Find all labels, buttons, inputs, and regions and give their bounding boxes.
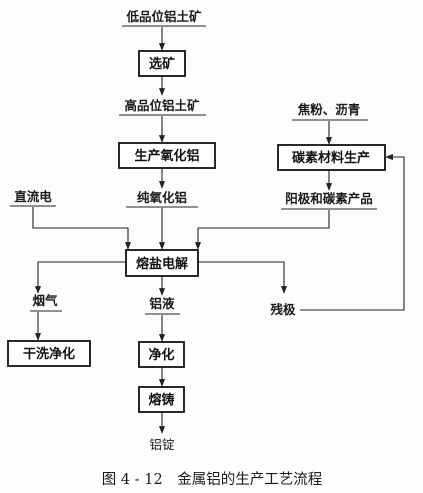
edge-direct-current-to-electrolysis: [32, 207, 132, 250]
edge-electrolysis-to-flue-gas: [34, 261, 126, 294]
label-pure-alumina-text: 纯氧化铝: [137, 190, 187, 205]
label-coke-pitch: 焦粉、沥青: [292, 102, 368, 121]
node-casting-label: 熔铸: [148, 392, 174, 408]
label-liquid-aluminum-text: 铝液: [149, 296, 175, 311]
label-pure-alumina: 纯氧化铝: [126, 190, 198, 208]
label-flue-gas: 烟气: [30, 293, 62, 312]
node-beneficiation: 选矿: [138, 50, 186, 77]
flow-edges: [32, 27, 405, 434]
label-liquid-aluminum: 铝液: [145, 296, 180, 315]
label-low-grade-bauxite: 低品位铝土矿: [122, 9, 206, 27]
node-dry-scrubbing-label: 干洗净化: [23, 346, 75, 362]
edge-electrolysis-to-residual-anode: [198, 261, 288, 294]
label-high-grade-bauxite-text: 高品位铝土矿: [124, 98, 200, 113]
label-aluminum-ingot: 铝锭: [149, 437, 174, 452]
label-anode-carbon-products-text: 阳极和碳素产品: [285, 191, 373, 206]
edge-anode-products-to-electrolysis: [194, 210, 330, 250]
label-low-grade-bauxite-text: 低品位铝土矿: [125, 9, 202, 24]
label-residual-anode: 残极: [270, 302, 296, 317]
label-flue-gas-text: 烟气: [32, 293, 58, 308]
node-carbon-material-production: 碳素材料生产: [277, 144, 386, 171]
edge-residual-anode-recycle-to-carbon-production: [300, 153, 405, 311]
node-molten-salt-electrolysis-label: 熔盐电解: [136, 256, 188, 272]
node-alumina-production-label: 生产氧化铝: [134, 148, 199, 164]
label-coke-pitch-text: 焦粉、沥青: [297, 102, 361, 117]
label-aluminum-ingot-text: 铝锭: [149, 437, 174, 452]
node-beneficiation-label: 选矿: [149, 56, 175, 72]
label-direct-current: 直流电: [10, 189, 56, 207]
label-high-grade-bauxite: 高品位铝土矿: [119, 98, 206, 116]
label-anode-carbon-products: 阳极和碳素产品: [281, 191, 377, 210]
node-purification-label: 净化: [148, 347, 174, 363]
node-dry-scrubbing: 干洗净化: [7, 340, 91, 367]
figure-caption: 图 4 - 12 金属铝的生产工艺流程: [102, 471, 322, 488]
node-casting: 熔铸: [138, 386, 185, 413]
node-alumina-production: 生产氧化铝: [118, 142, 216, 169]
node-carbon-material-production-label: 碳素材料生产: [292, 150, 370, 166]
label-residual-anode-text: 残极: [270, 302, 296, 317]
label-direct-current-text: 直流电: [14, 189, 52, 204]
node-purification: 净化: [138, 341, 185, 368]
node-molten-salt-electrolysis: 熔盐电解: [125, 249, 199, 277]
